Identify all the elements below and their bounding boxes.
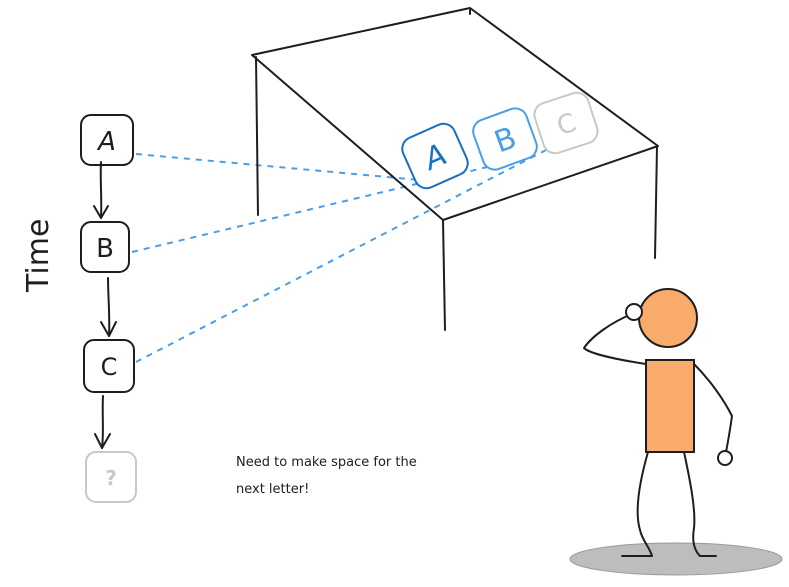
timeline-node-placeholder: ?: [85, 451, 137, 503]
person-shadow: [569, 542, 783, 576]
timeline-node-a-label: A: [96, 127, 116, 157]
person-right-hand: [717, 450, 733, 466]
timeline-node-c: C: [83, 339, 135, 393]
person-left-leg: [621, 451, 653, 557]
projection-line-c: [135, 147, 551, 363]
note-line-1: Need to make space for the: [236, 455, 417, 470]
person-body: [645, 359, 695, 453]
arrow-b-to-c: [107, 277, 111, 337]
projection-lines: [131, 147, 551, 363]
time-axis-label: Time: [21, 219, 56, 293]
timeline-node-b-label: B: [96, 234, 114, 264]
table-leg-front-left: [442, 219, 446, 331]
table-leg-back-left: [255, 56, 259, 216]
arrowhead-a-to-b: [93, 205, 109, 219]
arrowhead-c-to-placeholder: [94, 433, 111, 449]
table-card-b: B: [472, 107, 538, 171]
arrowhead-b-to-c: [100, 321, 117, 337]
timeline-node-a: A: [80, 114, 134, 166]
note-line-2: next letter!: [236, 482, 309, 497]
arrow-a-to-b: [99, 161, 103, 219]
person-right-arm: [693, 363, 733, 453]
timeline-node-b: B: [80, 221, 130, 273]
table-leg-front-right: [654, 145, 658, 259]
person-left-arm: [583, 313, 647, 365]
person-head: [638, 288, 698, 348]
timeline-node-c-label: C: [101, 353, 118, 381]
table-card-c: C: [533, 91, 599, 155]
arrow-c-to-placeholder: [101, 395, 104, 449]
table-top: [251, 7, 659, 221]
person-right-leg: [683, 451, 717, 557]
projection-line-a: [135, 153, 421, 181]
person-figure: [569, 288, 783, 576]
table: [251, 7, 659, 331]
table-card-a: A: [401, 122, 469, 190]
person-left-hand: [625, 303, 643, 321]
timeline-node-placeholder-label: ?: [105, 466, 117, 490]
timeline-arrows: [93, 161, 117, 449]
